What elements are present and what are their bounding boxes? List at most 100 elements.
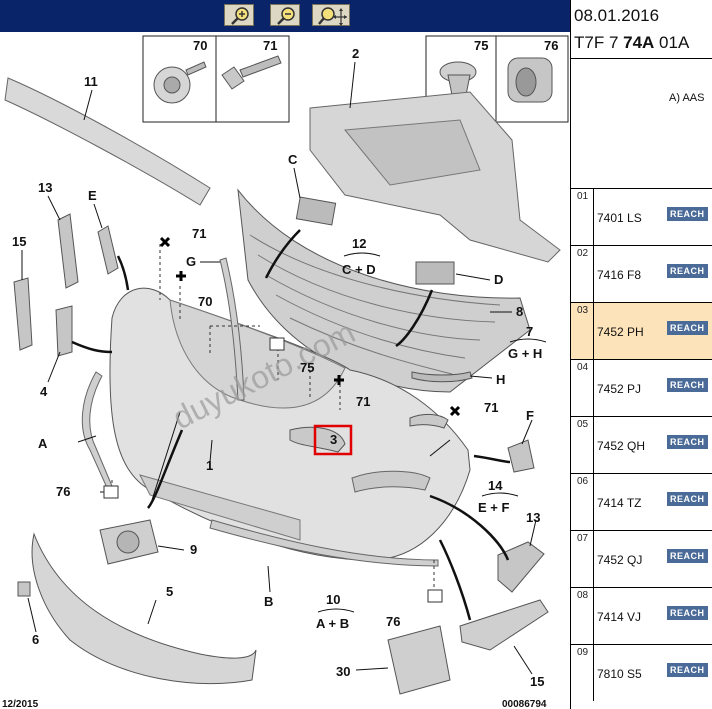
part-reference[interactable]: 7401 LS — [597, 211, 642, 225]
label-A[interactable]: A — [38, 436, 48, 451]
panel-note: A) AAS — [669, 92, 705, 104]
label-71[interactable]: 71 — [263, 38, 277, 53]
label-14-sub[interactable]: E + F — [478, 500, 509, 515]
part-15-bracket-right — [459, 599, 549, 651]
part-reference[interactable]: 7452 QH — [597, 439, 646, 453]
label-B[interactable]: B — [264, 594, 273, 609]
label-75-b[interactable]: 75 — [300, 360, 314, 375]
part-30-shape — [387, 625, 451, 695]
part-76-shape — [507, 57, 553, 103]
label-8[interactable]: 8 — [516, 304, 523, 319]
label-30[interactable]: 30 — [336, 664, 350, 679]
label-71-c[interactable]: 71 — [356, 394, 370, 409]
label-76[interactable]: 76 — [544, 38, 558, 53]
part-reference[interactable]: 7416 F8 — [597, 268, 642, 282]
label-10-sub[interactable]: A + B — [316, 616, 349, 631]
label-12-sub[interactable]: C + D — [342, 262, 376, 277]
label-H[interactable]: H — [496, 372, 505, 387]
reach-badge[interactable]: REACH — [667, 549, 708, 563]
highlight-part-3[interactable] — [313, 424, 353, 456]
row-number: 09 — [577, 647, 589, 658]
label-13-left[interactable]: 13 — [38, 180, 52, 195]
part-D-bracket — [415, 261, 455, 285]
part-reference[interactable]: 7414 TZ — [597, 496, 642, 510]
part-row-04[interactable]: 04 7452 PJ REACH — [571, 359, 712, 416]
label-71-b[interactable]: 71 — [192, 226, 206, 241]
row-number: 01 — [577, 191, 589, 202]
part-reference[interactable]: 7452 QJ — [597, 553, 643, 567]
part-reference[interactable]: 7810 S5 — [597, 667, 642, 681]
marker-box-75 — [269, 337, 285, 351]
label-F[interactable]: F — [526, 408, 534, 423]
label-11[interactable]: 11 — [84, 74, 98, 89]
row-number: 03 — [577, 305, 589, 316]
label-9[interactable]: 9 — [190, 542, 197, 557]
part-row-03-selected[interactable]: 03 7452 PH REACH — [571, 302, 712, 359]
reach-badge[interactable]: REACH — [667, 321, 708, 335]
label-76-c[interactable]: 76 — [386, 614, 400, 629]
label-15-left[interactable]: 15 — [12, 234, 26, 249]
reach-badge[interactable]: REACH — [667, 207, 708, 221]
label-70[interactable]: 70 — [193, 38, 207, 53]
reach-badge[interactable]: REACH — [667, 378, 708, 392]
row-number: 04 — [577, 362, 589, 373]
label-75[interactable]: 75 — [474, 38, 488, 53]
part-row-02[interactable]: 02 7416 F8 REACH — [571, 245, 712, 302]
label-13-right[interactable]: 13 — [526, 510, 540, 525]
part-3-cover — [289, 426, 346, 453]
part-6-shape — [17, 581, 31, 597]
row-number: 02 — [577, 248, 589, 259]
label-4[interactable]: 4 — [40, 384, 48, 399]
label-7-sub[interactable]: G + H — [508, 346, 542, 361]
label-76-b[interactable]: 76 — [56, 484, 70, 499]
footer-date: 12/2015 — [2, 699, 39, 709]
label-71-d[interactable]: 71 — [484, 400, 498, 415]
part-row-01[interactable]: 01 7401 LS REACH — [571, 188, 712, 245]
reach-badge[interactable]: REACH — [667, 435, 708, 449]
zoom-move-button[interactable] — [312, 4, 350, 26]
part-reference[interactable]: 7452 PH — [597, 325, 644, 339]
diagram-toolbar — [0, 0, 570, 32]
part-4-shape — [55, 305, 73, 357]
part-reference[interactable]: 7414 VJ — [597, 610, 642, 624]
label-6[interactable]: 6 — [32, 632, 39, 647]
header-divider — [571, 58, 712, 59]
part-70-shape — [153, 61, 207, 104]
row-number: 05 — [577, 419, 589, 430]
label-D[interactable]: D — [494, 272, 503, 287]
label-G[interactable]: G — [186, 254, 196, 269]
zoom-in-button[interactable] — [224, 4, 254, 26]
label-E[interactable]: E — [88, 188, 97, 203]
zoom-out-button[interactable] — [270, 4, 300, 26]
part-row-05[interactable]: 05 7452 QH REACH — [571, 416, 712, 473]
reach-badge[interactable]: REACH — [667, 663, 708, 677]
part-row-09[interactable]: 09 7810 S5 REACH — [571, 644, 712, 701]
part-B-strip — [209, 519, 439, 567]
exploded-view-svg: duyukoto.com 70 71 75 76 11 2 C 13 E 15 … — [4, 35, 569, 695]
label-2[interactable]: 2 — [352, 46, 359, 61]
part-row-08[interactable]: 08 7414 VJ REACH — [571, 587, 712, 644]
label-3[interactable]: 3 — [330, 432, 337, 447]
label-70-b[interactable]: 70 — [198, 294, 212, 309]
reach-badge[interactable]: REACH — [667, 264, 708, 278]
label-1[interactable]: 1 — [206, 458, 213, 473]
label-14[interactable]: 14 — [488, 478, 503, 493]
footer-drawing-number: 00086794 — [502, 699, 547, 709]
marker-box-76-left — [103, 485, 119, 499]
label-15-right[interactable]: 15 — [530, 674, 544, 689]
label-12[interactable]: 12 — [352, 236, 366, 251]
label-5[interactable]: 5 — [166, 584, 173, 599]
part-row-07[interactable]: 07 7452 QJ REACH — [571, 530, 712, 587]
part-row-06[interactable]: 06 7414 TZ REACH — [571, 473, 712, 530]
row-number: 08 — [577, 590, 589, 601]
label-C[interactable]: C — [288, 152, 298, 167]
panel-catalog-code: T7F 7 74A 01A — [574, 33, 690, 52]
reach-badge[interactable]: REACH — [667, 606, 708, 620]
part-reference[interactable]: 7452 PJ — [597, 382, 642, 396]
part-71-shape — [221, 55, 282, 90]
zoom-in-icon — [231, 7, 249, 25]
label-10[interactable]: 10 — [326, 592, 340, 607]
label-7[interactable]: 7 — [526, 324, 533, 339]
parts-diagram: duyukoto.com 70 71 75 76 11 2 C 13 E 15 … — [0, 32, 570, 709]
reach-badge[interactable]: REACH — [667, 492, 708, 506]
